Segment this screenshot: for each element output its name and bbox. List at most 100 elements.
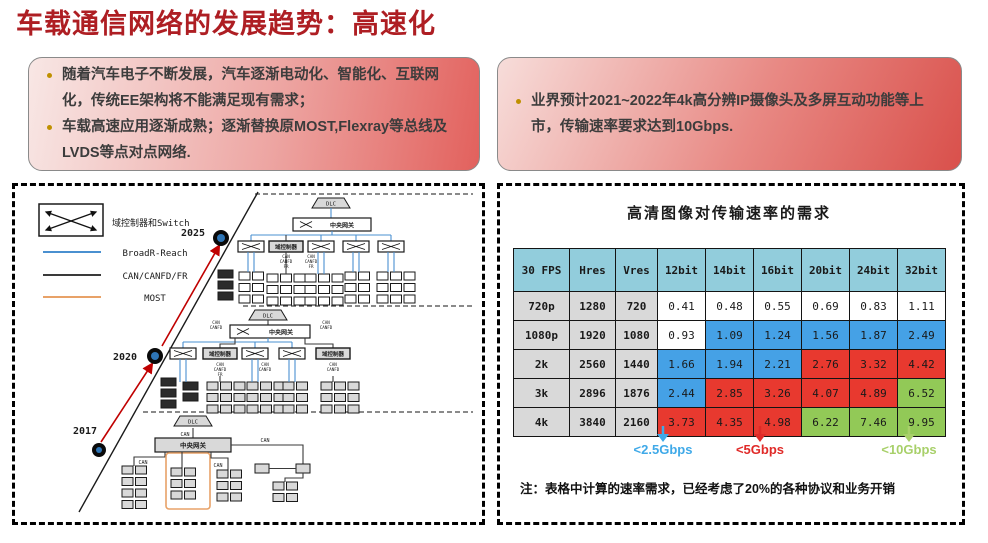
hres-value: 2896 [569, 378, 616, 408]
gateway-label: 中央网关 [330, 222, 354, 230]
column-header: 20bit [801, 248, 850, 292]
bullet-list-right: 业界预计2021~2022年4k高分辨IP摄像头及多屏互动功能等上市，传输速率要… [514, 88, 945, 140]
diagram-label: CANFD [305, 259, 318, 264]
vres-value: 2160 [615, 407, 658, 437]
row-label: 3k [513, 378, 570, 408]
column-header: 24bit [849, 248, 898, 292]
rate-cell: 0.83 [849, 291, 898, 321]
rate-cell: 4.89 [849, 378, 898, 408]
diagram-label: DLC [263, 314, 273, 320]
rate-cell: 2.49 [897, 320, 946, 350]
diagram-label: CAN [322, 320, 330, 325]
column-header: Hres [569, 248, 616, 292]
diagram-label: CAN [307, 254, 315, 259]
rate-cell: 0.48 [705, 291, 754, 321]
can-label: CAN [180, 432, 189, 438]
legend-line-label: BroadR-Reach [122, 249, 187, 259]
rate-cell: 1.87 [849, 320, 898, 350]
down-arrow-icon [754, 426, 766, 442]
page-title: 车载通信网络的发展趋势：高速化 [16, 9, 436, 39]
year-label: 2020 [113, 352, 137, 363]
rate-cell: 3.26 [753, 378, 802, 408]
legend-line-label: CAN/CANFD/FR [122, 272, 188, 282]
threshold: <5Gbps [715, 426, 805, 457]
bullet-dot [47, 125, 52, 130]
tier-2020: DLC中央网关CANCANFDCANCANFD域控制器域控制器CANCANFDF… [160, 309, 360, 414]
gateway-label: 中央网关 [180, 441, 207, 450]
bullet-item: 车载高速应用逐渐成熟；逐渐替换原MOST,Flexray等总线及LVDS等点对点… [45, 114, 463, 166]
rate-cell: 2.44 [657, 378, 706, 408]
vres-value: 1440 [615, 349, 658, 379]
diagram-label: CAN [212, 320, 220, 325]
column-header: 14bit [705, 248, 754, 292]
hres-value: 1280 [569, 291, 616, 321]
tier-2025: DLC中央网关域控制器CANCANFDFRCANCANFDFR [217, 197, 416, 306]
down-arrow-icon [903, 426, 915, 442]
rate-cell: 3.32 [849, 349, 898, 379]
hres-value: 2560 [569, 349, 616, 379]
column-header: 32bit [897, 248, 946, 292]
column-header: 12bit [657, 248, 706, 292]
bullet-item: 随着汽车电子不断发展，汽车逐渐电动化、智能化、互联网化，传统EE架构将不能满足现… [45, 62, 463, 114]
diagram-label: CANFD [259, 367, 272, 372]
legend-line-label: MOST [144, 294, 166, 304]
hres-value: 1920 [569, 320, 616, 350]
intro-box-left: 随着汽车电子不断发展，汽车逐渐电动化、智能化、互联网化，传统EE架构将不能满足现… [28, 57, 480, 171]
table-note: 注：表格中计算的速率需求，已经考虑了20%的各种协议和业务开销 [520, 482, 896, 496]
gateway-label: 中央网关 [269, 329, 293, 337]
row-label: 4k [513, 407, 570, 437]
diagram-label: 域控制器 [209, 350, 232, 358]
threshold-label: <2.5Gbps [633, 442, 693, 457]
diagram-label: CAN [261, 362, 269, 367]
rate-cell: 6.22 [801, 407, 850, 437]
rate-cell: 2.85 [705, 378, 754, 408]
rate-cell: 4.07 [801, 378, 850, 408]
row-label: 1080p [513, 320, 570, 350]
rate-cell: 0.93 [657, 320, 706, 350]
rate-cell: 1.24 [753, 320, 802, 350]
intro-box-right: 业界预计2021~2022年4k高分辨IP摄像头及多屏互动功能等上市，传输速率要… [497, 57, 962, 171]
bullet-text: 随着汽车电子不断发展，汽车逐渐电动化、智能化、互联网化，传统EE架构将不能满足现… [62, 66, 439, 109]
down-arrow-icon [657, 426, 669, 442]
diagram-label: FR [308, 264, 314, 269]
bullet-text: 业界预计2021~2022年4k高分辨IP摄像头及多屏互动功能等上市，传输速率要… [531, 92, 924, 135]
bullet-dot [47, 72, 52, 78]
year-label: 2017 [73, 426, 97, 437]
bullet-text: 车载高速应用逐渐成熟；逐渐替换原MOST,Flexray等总线及LVDS等点对点… [62, 119, 448, 162]
diagram-label: CAN [216, 362, 224, 367]
threshold-label: <10Gbps [881, 442, 937, 457]
hres-value: 3840 [569, 407, 616, 437]
threshold: <2.5Gbps [618, 426, 708, 457]
rate-cell: 0.41 [657, 291, 706, 321]
vres-value: 720 [615, 291, 658, 321]
vres-value: 1876 [615, 378, 658, 408]
can-label: CAN [260, 438, 269, 444]
bullet-item: 业界预计2021~2022年4k高分辨IP摄像头及多屏互动功能等上市，传输速率要… [514, 88, 945, 140]
threshold: <10Gbps [864, 426, 954, 457]
diagram-label: DLC [188, 420, 198, 426]
rate-cell: 1.09 [705, 320, 754, 350]
threshold-label: <5Gbps [735, 442, 785, 457]
row-label: 720p [513, 291, 570, 321]
rate-cell: 4.42 [897, 349, 946, 379]
rate-cell: 6.52 [897, 378, 946, 408]
legend-switch-label: 域控制器和Switch [112, 217, 190, 229]
diagram-label: CANFD [214, 367, 227, 372]
vres-value: 1080 [615, 320, 658, 350]
can-label: CAN [138, 460, 147, 466]
rate-cell: 2.76 [801, 349, 850, 379]
rate-cell: 2.21 [753, 349, 802, 379]
rate-cell: 4.35 [705, 407, 754, 437]
year-label: 2025 [181, 228, 205, 239]
rate-cell: 1.66 [657, 349, 706, 379]
